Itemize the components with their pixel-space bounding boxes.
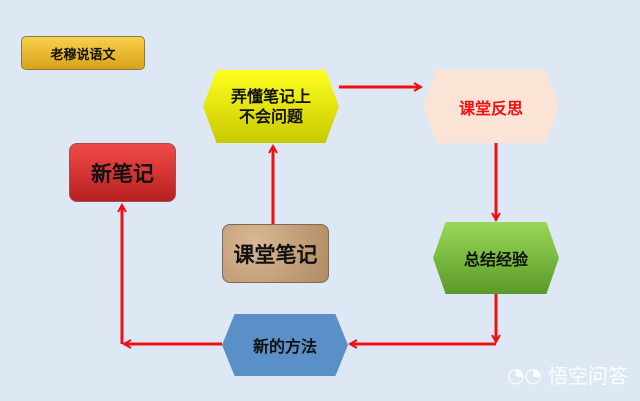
watermark: ◔◔ 悟空问答 xyxy=(507,360,628,389)
node-understand-line1: 弄懂笔记上 xyxy=(230,86,311,106)
node-reflect: 课堂反思 xyxy=(423,70,559,143)
node-new-method: 新的方法 xyxy=(222,314,348,376)
watermark-logo-icon: ◔◔ xyxy=(507,362,542,387)
node-class-notes: 课堂笔记 xyxy=(222,224,329,283)
node-new-notes: 新笔记 xyxy=(69,143,176,202)
author-badge: 老穆说语文 xyxy=(21,36,145,70)
node-summary: 总结经验 xyxy=(433,222,559,294)
node-understand: 弄懂笔记上 不会问题 xyxy=(203,70,339,143)
watermark-text: 悟空问答 xyxy=(548,364,628,388)
node-understand-line2: 不会问题 xyxy=(238,106,303,126)
